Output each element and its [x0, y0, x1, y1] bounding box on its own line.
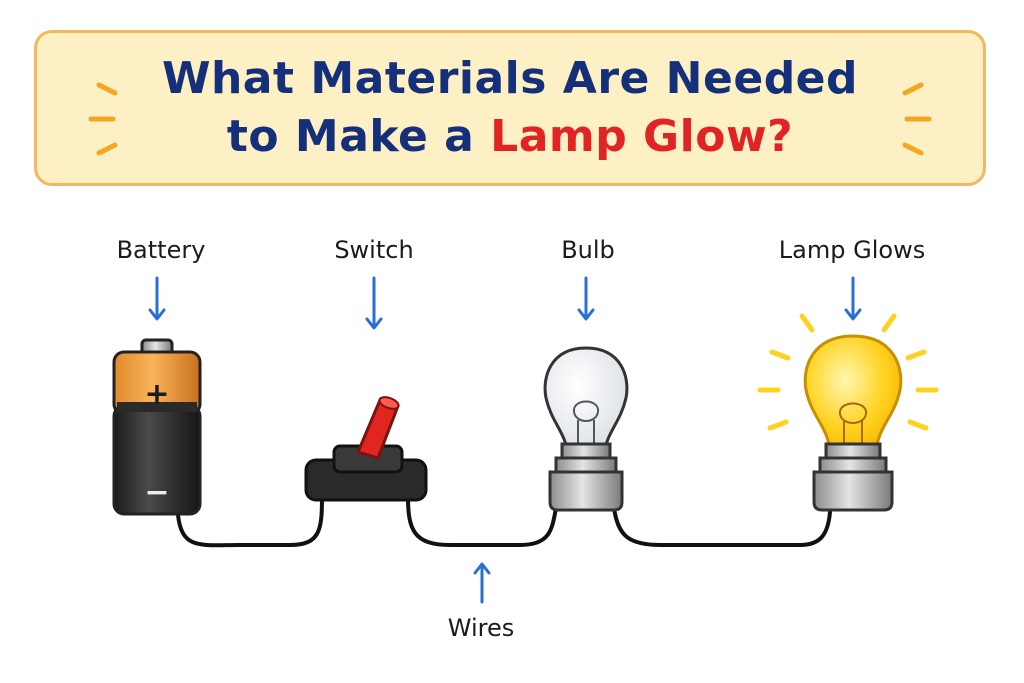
- toggle-switch-icon: [304, 396, 428, 502]
- arrow-down-lamp-icon: [844, 276, 862, 321]
- label-wires: Wires: [447, 614, 515, 642]
- battery-minus-sign: −: [144, 475, 169, 510]
- glowing-lamp-icon: [757, 313, 939, 512]
- title-banner: What Materials Are Needed to Make a Lamp…: [34, 30, 986, 186]
- wire-bulb-lamp: [612, 506, 832, 547]
- right-sparks-icon: [902, 82, 932, 156]
- arrow-up-wires-icon: [473, 562, 491, 604]
- title-line-2-prefix: to Make a: [226, 111, 491, 162]
- bulb-icon: [543, 346, 629, 512]
- wire-switch-bulb: [406, 495, 558, 547]
- arrow-down-battery-icon: [148, 276, 166, 321]
- battery-plus-sign: +: [144, 377, 169, 412]
- arrow-down-switch-icon: [365, 276, 383, 330]
- title-line-1: What Materials Are Needed: [161, 53, 859, 104]
- battery-icon: + −: [112, 338, 202, 516]
- label-bulb: Bulb: [561, 236, 615, 264]
- label-lamp-glows: Lamp Glows: [778, 236, 926, 264]
- title-line-2: to Make a Lamp Glow?: [37, 111, 983, 162]
- label-battery: Battery: [116, 236, 206, 264]
- label-switch: Switch: [334, 236, 414, 264]
- title-highlight: Lamp Glow?: [490, 111, 794, 162]
- arrow-down-bulb-icon: [577, 276, 595, 321]
- left-sparks-icon: [88, 82, 118, 156]
- wire-battery-switch: [176, 495, 324, 548]
